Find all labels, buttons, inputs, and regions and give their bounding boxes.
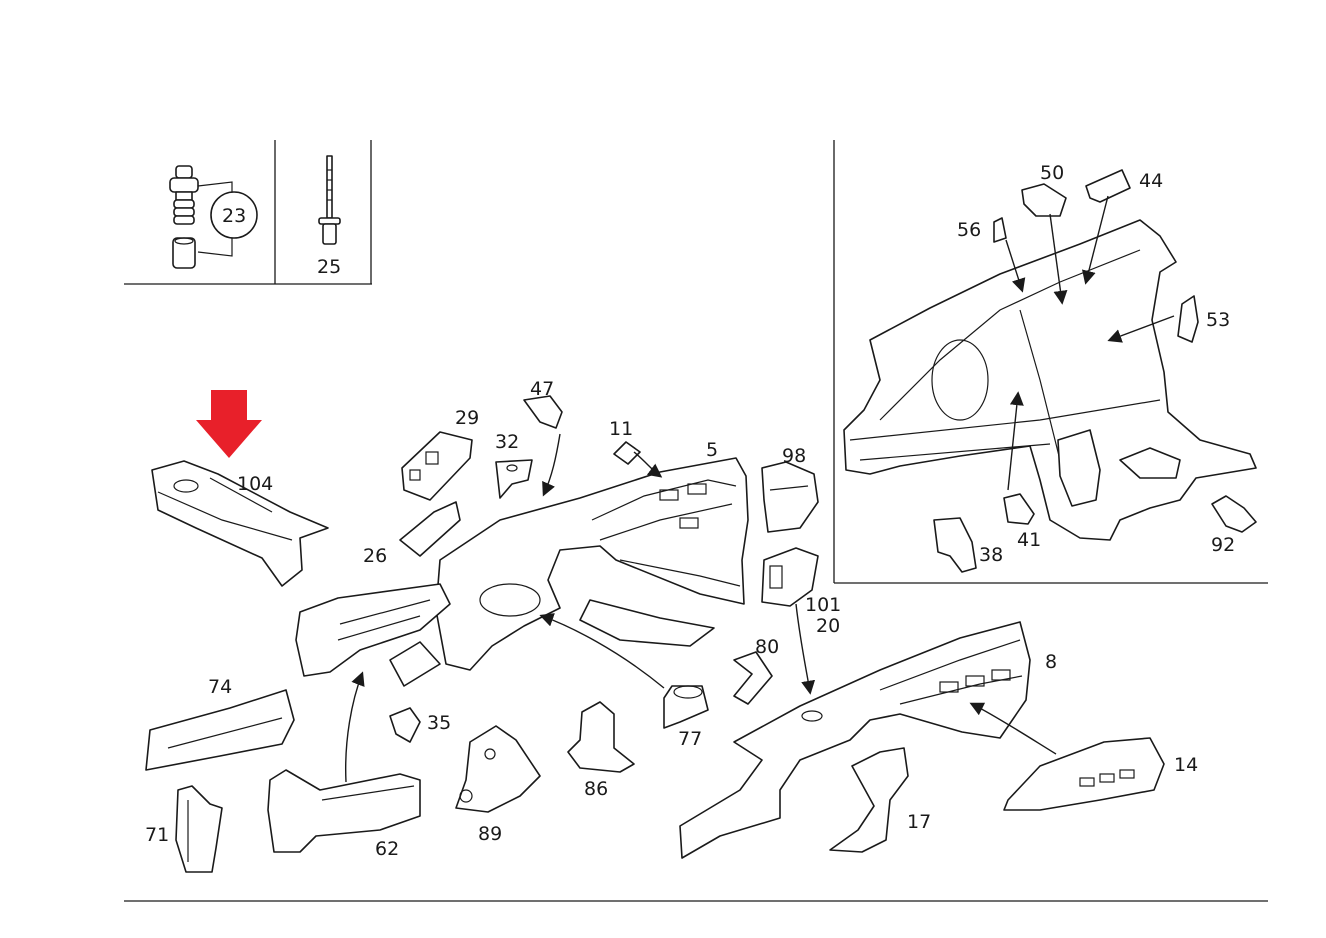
part-25-rivet[interactable] xyxy=(318,155,341,245)
part-77-mount[interactable] xyxy=(663,685,709,729)
label-8: 8 xyxy=(1045,651,1057,673)
part-62-member[interactable] xyxy=(267,769,421,853)
label-50: 50 xyxy=(1040,162,1064,184)
part-17-bracket[interactable] xyxy=(829,747,909,853)
part-29-bracket[interactable] xyxy=(401,431,473,501)
label-104: 104 xyxy=(237,473,273,495)
fastener-inset-frame xyxy=(124,140,372,285)
part-56-clip[interactable] xyxy=(993,217,1007,243)
label-25: 25 xyxy=(317,256,341,278)
label-86: 86 xyxy=(584,778,608,800)
label-26: 26 xyxy=(363,545,387,567)
label-44: 44 xyxy=(1139,170,1163,192)
part-38-bracket[interactable] xyxy=(933,517,977,573)
label-80: 80 xyxy=(755,636,779,658)
part-47-bracket[interactable] xyxy=(523,395,563,429)
part-80-bracket[interactable] xyxy=(733,651,773,705)
label-35: 35 xyxy=(427,712,451,734)
part-35-clip[interactable] xyxy=(389,707,421,743)
part-104-front-cross-member[interactable] xyxy=(151,460,329,587)
part-74-sill-panel[interactable] xyxy=(145,689,295,771)
detail-leader-arrows xyxy=(1005,195,1175,491)
label-29: 29 xyxy=(455,407,479,429)
part-86-bracket[interactable] xyxy=(567,701,635,773)
part-92-plug[interactable] xyxy=(1211,495,1257,533)
part-32-bracket[interactable] xyxy=(495,459,533,499)
part-14-panel[interactable] xyxy=(1003,737,1165,811)
part-5-front-structure[interactable] xyxy=(435,457,749,671)
part-11-clip[interactable] xyxy=(613,441,641,465)
label-53: 53 xyxy=(1206,309,1230,331)
label-5: 5 xyxy=(706,439,718,461)
part-71-bracket[interactable] xyxy=(175,785,223,873)
detail-inset-frame xyxy=(833,140,1268,584)
label-89: 89 xyxy=(478,823,502,845)
label-56: 56 xyxy=(957,219,981,241)
label-11: 11 xyxy=(609,418,633,440)
label-62: 62 xyxy=(375,838,399,860)
part-98-bracket[interactable] xyxy=(761,461,819,533)
part-26-bracket[interactable] xyxy=(399,501,461,557)
label-20: 20 xyxy=(816,615,840,637)
callout-labels: 23 25 104 29 32 47 11 5 98 26 101 20 80 … xyxy=(145,162,1235,860)
label-98: 98 xyxy=(782,445,806,467)
label-23: 23 xyxy=(222,205,246,227)
label-77: 77 xyxy=(678,728,702,750)
label-14: 14 xyxy=(1174,754,1198,776)
label-47: 47 xyxy=(530,378,554,400)
part-50-clip[interactable] xyxy=(1021,183,1067,217)
label-17: 17 xyxy=(907,811,931,833)
label-74: 74 xyxy=(208,676,232,698)
label-71: 71 xyxy=(145,824,169,846)
part-44-bracket[interactable] xyxy=(1085,169,1131,203)
front-longitudinal-member[interactable] xyxy=(295,583,451,687)
label-41: 41 xyxy=(1017,529,1041,551)
detail-inset-assembly[interactable] xyxy=(843,219,1257,541)
part-8-wheelhouse-apron[interactable] xyxy=(679,621,1031,859)
part-89-bracket[interactable] xyxy=(455,725,541,813)
label-38: 38 xyxy=(979,544,1003,566)
part-23-bushing[interactable] xyxy=(169,165,258,269)
label-92: 92 xyxy=(1211,534,1235,556)
part-41-clip[interactable] xyxy=(1003,493,1035,525)
leader-arrows xyxy=(344,433,1057,783)
label-32: 32 xyxy=(495,431,519,453)
label-101: 101 xyxy=(805,594,841,616)
part-53-bracket[interactable] xyxy=(1177,295,1199,343)
part-101-20-bracket[interactable] xyxy=(761,547,819,607)
highlight-arrow-icon xyxy=(196,390,262,458)
